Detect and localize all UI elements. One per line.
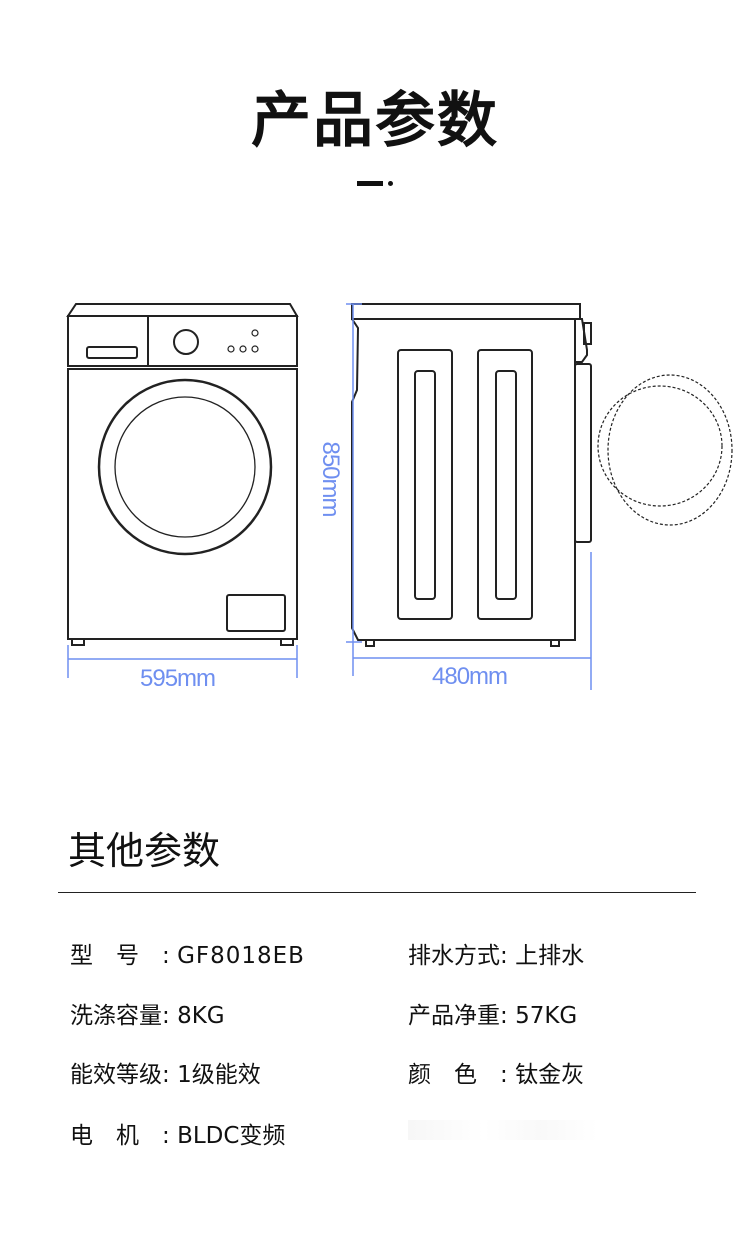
washer-dimension-diagram — [66, 303, 733, 690]
spec-colon: : — [500, 1003, 516, 1029]
spec-label: 电 机 — [70, 1123, 162, 1149]
spec-capacity: 洗涤容量: 8KG — [70, 996, 225, 1030]
faded-artifact — [408, 1120, 598, 1140]
front-view — [66, 303, 299, 646]
depth-dimension-label: 480mm — [432, 663, 508, 690]
spec-drainage: 排水方式: 上排水 — [408, 936, 584, 970]
spec-value: GF8018EB — [177, 943, 305, 969]
spec-label: 排水方式 — [408, 943, 500, 969]
spec-label: 型 号 — [70, 943, 162, 969]
height-dimension-label: 850mm — [317, 441, 344, 517]
side-view — [351, 303, 733, 647]
spec-energy: 能效等级: 1级能效 — [70, 1055, 261, 1089]
spec-label: 能效等级 — [70, 1062, 162, 1088]
spec-value: 上排水 — [515, 943, 585, 969]
spec-colon: : — [162, 1123, 178, 1149]
spec-model: 型 号 : GF8018EB — [70, 936, 305, 970]
section-divider — [58, 892, 696, 893]
width-dimension-label: 595mm — [140, 665, 216, 692]
spec-value: 钛金灰 — [515, 1062, 585, 1088]
spec-value: BLDC变频 — [177, 1123, 286, 1149]
spec-label: 产品净重 — [408, 1003, 500, 1029]
spec-colon: : — [500, 943, 516, 969]
spec-label: 颜 色 — [408, 1062, 500, 1088]
spec-value: 1级能效 — [177, 1062, 261, 1088]
spec-colon: : — [162, 1003, 178, 1029]
dimension-lines — [67, 303, 592, 690]
spec-colon: : — [162, 1062, 178, 1088]
title-divider — [357, 181, 383, 186]
spec-value: 57KG — [515, 1003, 578, 1029]
spec-colon: : — [500, 1062, 516, 1088]
spec-value: 8KG — [177, 1003, 225, 1029]
spec-label: 洗涤容量 — [70, 1003, 162, 1029]
page-title: 产品参数 — [251, 86, 499, 156]
section-title: 其他参数 — [68, 829, 221, 873]
spec-motor: 电 机 : BLDC变频 — [70, 1116, 285, 1150]
title-divider-dot — [388, 181, 393, 186]
spec-colon: : — [162, 943, 178, 969]
spec-color: 颜 色 : 钛金灰 — [408, 1055, 584, 1089]
spec-weight: 产品净重: 57KG — [408, 996, 577, 1030]
